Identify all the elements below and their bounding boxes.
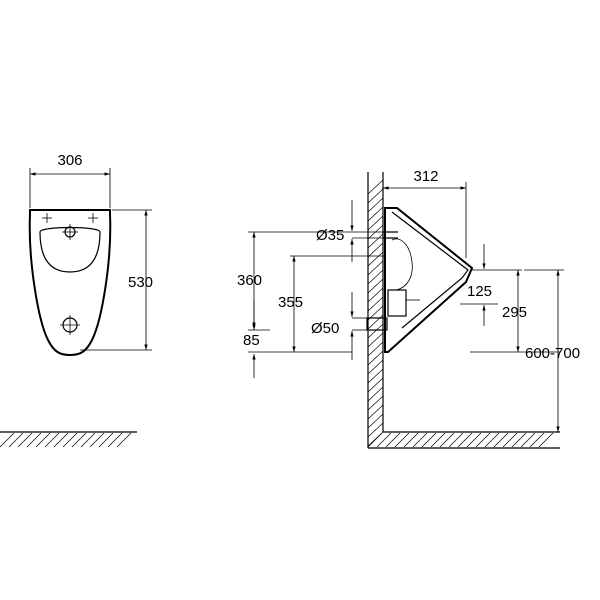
hatch-line [367, 359, 384, 375]
hatch-line [367, 233, 384, 249]
hatch-line [520, 432, 536, 448]
hatch-line [98, 432, 114, 448]
hatch-line [53, 432, 69, 448]
hatch-line [511, 432, 527, 448]
dim-85: 85 [243, 332, 260, 349]
hatch-line [367, 251, 384, 267]
hatch-line [44, 432, 60, 448]
hatch-line [107, 432, 123, 448]
hatch-line [367, 278, 384, 294]
urinal-side-inner [391, 211, 469, 329]
hatch-line [116, 432, 132, 448]
hatch-line [367, 188, 384, 204]
hatch-line [484, 432, 500, 448]
outlet-hole [60, 315, 80, 335]
hatch-line [403, 432, 419, 448]
dim-front-width: 306 [57, 152, 82, 169]
front-floor [0, 431, 137, 448]
hatch-line [367, 260, 384, 276]
urinal-front-outline [28, 209, 112, 357]
hatch-line [367, 422, 384, 438]
hatch-line [466, 432, 482, 448]
dim-front-height: 530 [128, 274, 153, 291]
hatch-line [367, 287, 384, 303]
hatch-line [367, 332, 384, 348]
dim-outlet-diameter: Ø50 [311, 320, 339, 337]
side-view: 312 Ø35 Ø50 360 355 85 125 [237, 168, 580, 449]
hatch-line [62, 432, 78, 448]
wall [367, 172, 384, 448]
hatch-line [0, 432, 15, 448]
hatch-line [367, 215, 384, 231]
hatch-line [71, 432, 87, 448]
hatch-line [35, 432, 51, 448]
side-floor [367, 431, 560, 449]
hatch-line [529, 432, 545, 448]
hatch-line [439, 432, 455, 448]
hatch-line [89, 432, 105, 448]
hatch-line [538, 432, 554, 448]
dim-side-depth: 312 [413, 168, 438, 185]
hatch-line [502, 432, 518, 448]
inlet-hole [62, 224, 78, 240]
front-view: 306 530 [0, 152, 153, 448]
hatch-line [367, 242, 384, 258]
hatch-line [17, 432, 33, 448]
hatch-line [367, 350, 384, 366]
hatch-line [493, 432, 509, 448]
dim-295: 295 [502, 304, 527, 321]
hatch-line [367, 323, 384, 339]
dim-inlet-diameter: Ø35 [316, 227, 344, 244]
dim-125: 125 [467, 283, 492, 300]
dim-360: 360 [237, 272, 262, 289]
hatch-line [385, 432, 401, 448]
outlet-pipe [366, 289, 420, 331]
hatch-line [367, 432, 383, 448]
hatch-line [394, 432, 410, 448]
hatch-line [367, 368, 384, 384]
hatch-line [376, 432, 392, 448]
hatch-line [367, 386, 384, 402]
hatch-line [457, 432, 473, 448]
hatch-line [26, 432, 42, 448]
dim-mount-height: 600-700 [525, 345, 580, 362]
urinal-side-outline [384, 207, 474, 353]
hatch-line [412, 432, 428, 448]
hatch-line [367, 179, 384, 195]
fixing-hole-left [42, 213, 52, 223]
hatch-line [367, 296, 384, 312]
hatch-line [367, 269, 384, 285]
hatch-line [367, 377, 384, 393]
urinal-side-bowl [391, 238, 413, 291]
hatch-line [448, 432, 464, 448]
inlet-pipe [383, 231, 398, 239]
hatch-line [367, 413, 384, 429]
hatch-line [80, 432, 96, 448]
hatch-line [367, 395, 384, 411]
fixing-hole-right [88, 213, 98, 223]
hatch-line [475, 432, 491, 448]
hatch-line [367, 404, 384, 420]
dim-355: 355 [278, 294, 303, 311]
hatch-line [367, 314, 384, 330]
hatch-line [367, 341, 384, 357]
hatch-line [367, 197, 384, 213]
hatch-line [8, 432, 24, 448]
hatch-line [421, 432, 437, 448]
hatch-line [367, 206, 384, 222]
hatch-line [430, 432, 446, 448]
